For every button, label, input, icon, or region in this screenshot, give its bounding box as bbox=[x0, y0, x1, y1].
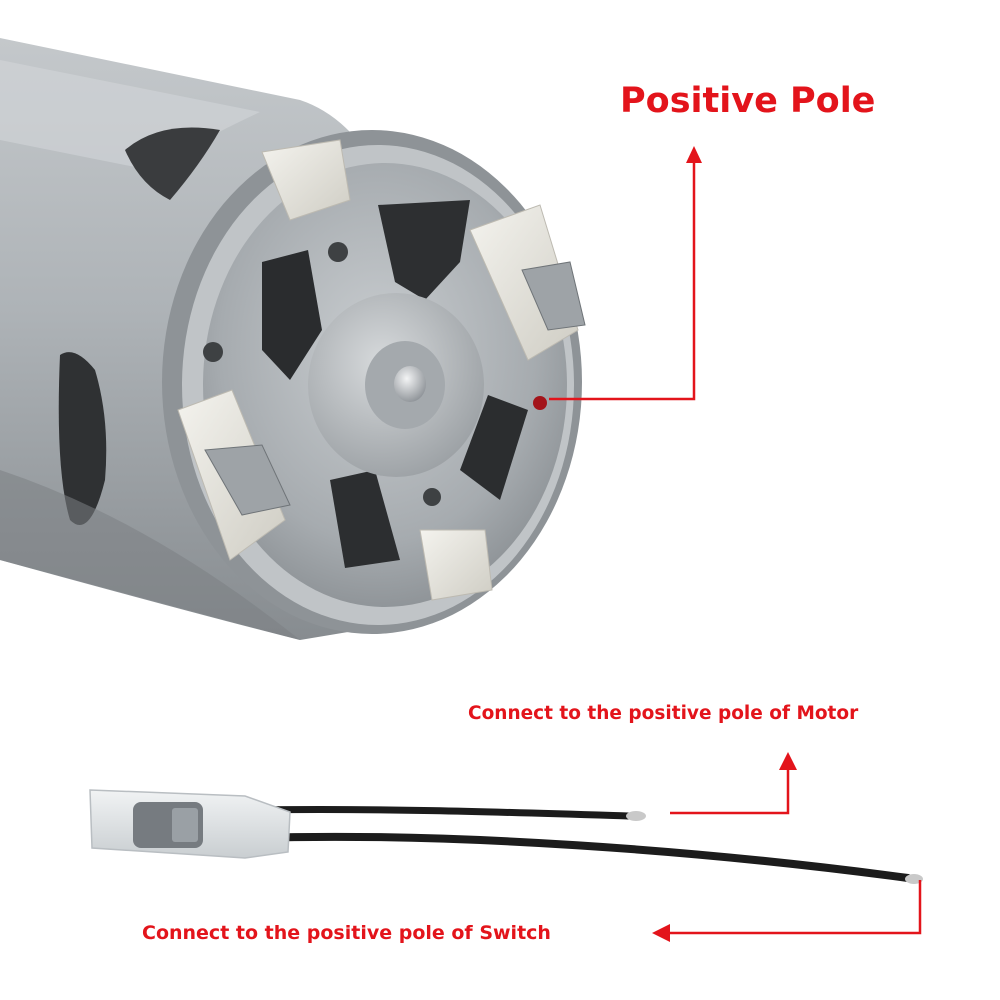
arrow-left-icon bbox=[652, 924, 670, 942]
protector-label-area bbox=[172, 808, 198, 842]
motor-body-shadow bbox=[0, 470, 300, 640]
wire-upper bbox=[246, 805, 632, 820]
positive-pole-marker bbox=[533, 396, 547, 410]
mount-hole bbox=[203, 342, 223, 362]
terminal-housing-top bbox=[261, 139, 351, 221]
solder-terminal-negative bbox=[204, 444, 291, 516]
mount-hole bbox=[328, 242, 348, 262]
arrow-up-icon bbox=[779, 752, 797, 770]
annotation-lines bbox=[549, 160, 922, 935]
stripped-wire-end bbox=[905, 874, 923, 884]
solder-terminal-positive bbox=[521, 261, 586, 331]
end-cap-window bbox=[262, 250, 322, 380]
positive-pole-leader bbox=[549, 160, 696, 401]
wire-lower bbox=[251, 832, 912, 882]
thermal-protector bbox=[89, 789, 923, 884]
mount-hole bbox=[423, 488, 441, 506]
vent-slot bbox=[125, 127, 220, 200]
dc-motor bbox=[0, 38, 586, 640]
end-cap-window bbox=[460, 395, 528, 500]
end-cap-window bbox=[330, 470, 400, 568]
motor-shaft bbox=[394, 366, 426, 402]
positive-pole-label: Positive Pole bbox=[620, 81, 876, 121]
connect-motor-label: Connect to the positive pole of Motor bbox=[468, 703, 859, 724]
terminal-housing-bottom bbox=[419, 529, 493, 601]
stripped-wire-end bbox=[626, 811, 646, 821]
motor-connect-leader bbox=[670, 768, 790, 815]
connect-switch-label: Connect to the positive pole of Switch bbox=[142, 922, 551, 944]
arrow-up-icon bbox=[686, 146, 702, 163]
switch-connect-leader bbox=[668, 880, 922, 935]
vent-slot bbox=[58, 352, 107, 525]
end-cap-window bbox=[378, 200, 470, 300]
annotation-arrowheads bbox=[652, 146, 797, 942]
